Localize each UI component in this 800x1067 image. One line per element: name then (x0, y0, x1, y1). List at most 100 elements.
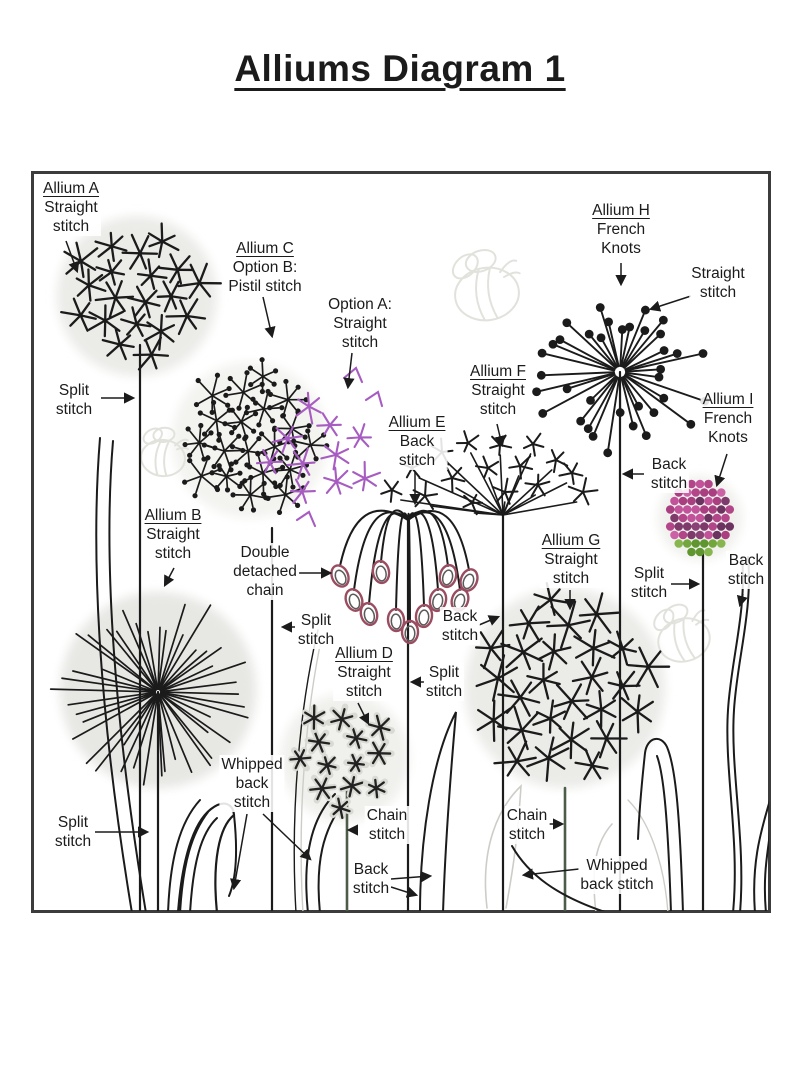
allium-i-label-line: French (700, 409, 756, 428)
allium-e-label-line: Back (386, 432, 448, 451)
leaves (95, 437, 769, 911)
allium-g-flower-head (474, 581, 671, 782)
allium-f-label-line: Allium F (468, 362, 528, 381)
back-stitch-leaves-label-line: Back (350, 860, 392, 879)
split-stitch-leaf-label-line: Split (52, 813, 94, 832)
allium-h-label-line: French (590, 220, 652, 239)
chain-stitch-d-label-line: Chain (364, 806, 410, 825)
split-stitch-c-label-line: stitch (295, 630, 337, 649)
page-title: Alliums Diagram 1 (234, 48, 566, 89)
allium-h-label-line: Allium H (590, 201, 652, 220)
allium-b-flower-head (49, 603, 249, 786)
allium-d-flower-head (287, 703, 395, 820)
allium-e-label-line: stitch (386, 451, 448, 470)
allium-h-flower-head (532, 303, 710, 458)
back-stitch-i-leaf-label-line: Back (725, 551, 767, 570)
allium-g-label-line: Straight (539, 550, 603, 569)
chain-stitch-d-label-line: stitch (364, 825, 410, 844)
allium-c-label-line: Pistil stitch (226, 277, 304, 296)
frame-content (49, 216, 769, 911)
bee-sketch-2 (140, 426, 190, 478)
allium-e-flower-head (330, 509, 479, 645)
whipped-back-stitch-left-label-line: back (219, 774, 285, 793)
allium-b-label-line: Allium B (142, 506, 204, 525)
option-a-label-line: Straight (326, 314, 394, 333)
double-detached-chain-label-line: chain (231, 581, 299, 600)
allium-i-label-line: Allium I (700, 390, 756, 409)
back-stitch-i-leaf-label-line: stitch (725, 570, 767, 589)
chain-stitch-g-label-line: Chain (504, 806, 550, 825)
allium-d-label-line: Allium D (333, 644, 395, 663)
double-detached-chain-label-line: Double (231, 543, 299, 562)
split-stitch-leaf-label-line: stitch (52, 832, 94, 851)
annotation-arrows (65, 240, 748, 898)
whipped-back-stitch-right-label-line: Whipped (578, 856, 656, 875)
allium-c-label-line: Option B: (226, 258, 304, 277)
allium-i-flower-head (665, 479, 735, 557)
split-stitch-e-label-line: stitch (423, 682, 465, 701)
split-stitch-i-label-line: stitch (628, 583, 670, 602)
straight-stitch-h-label-line: Straight (689, 264, 747, 283)
allium-a-label-line: Straight (41, 198, 101, 217)
allium-a-label-line: Allium A (41, 179, 101, 198)
chain-stitch-g-label-line: stitch (504, 825, 550, 844)
whipped-back-stitch-left-label-line: Whipped (219, 755, 285, 774)
split-stitch-e-label-line: Split (423, 663, 465, 682)
allium-g-label-line: stitch (539, 569, 603, 588)
allium-i-label-line: Knots (700, 428, 756, 447)
back-stitch-f-label-line: stitch (439, 626, 481, 645)
split-stitch-a-label-line: stitch (53, 400, 95, 419)
allium-a-flower-head (60, 222, 222, 371)
back-stitch-leaves-label-line: stitch (350, 879, 392, 898)
split-stitch-c-label-line: Split (295, 611, 337, 630)
allium-c-option-a-stars (255, 366, 384, 528)
allium-a-label-line: stitch (41, 217, 101, 236)
bee-sketch-1 (451, 248, 521, 322)
whipped-back-stitch-left-label-line: stitch (219, 793, 285, 812)
whipped-back-stitch-right-label-line: back stitch (578, 875, 656, 894)
straight-stitch-h-label-line: stitch (689, 283, 747, 302)
allium-f-label-line: Straight (468, 381, 528, 400)
back-stitch-h-label-line: Back (648, 455, 690, 474)
split-stitch-a-label-line: Split (53, 381, 95, 400)
allium-c-label-line: Allium C (226, 239, 304, 258)
back-stitch-h-label-line: stitch (648, 474, 690, 493)
allium-b-label-line: stitch (142, 544, 204, 563)
allium-d-label-line: Straight (333, 663, 395, 682)
allium-c-flower-head (182, 357, 330, 516)
option-a-label-line: Option A: (326, 295, 394, 314)
double-detached-chain-label-line: detached (231, 562, 299, 581)
allium-h-label-line: Knots (590, 239, 652, 258)
allium-d-label-line: stitch (333, 682, 395, 701)
allium-g-label-line: Allium G (539, 531, 603, 550)
option-a-label-line: stitch (326, 333, 394, 352)
split-stitch-i-label-line: Split (628, 564, 670, 583)
allium-f-label-line: stitch (468, 400, 528, 419)
